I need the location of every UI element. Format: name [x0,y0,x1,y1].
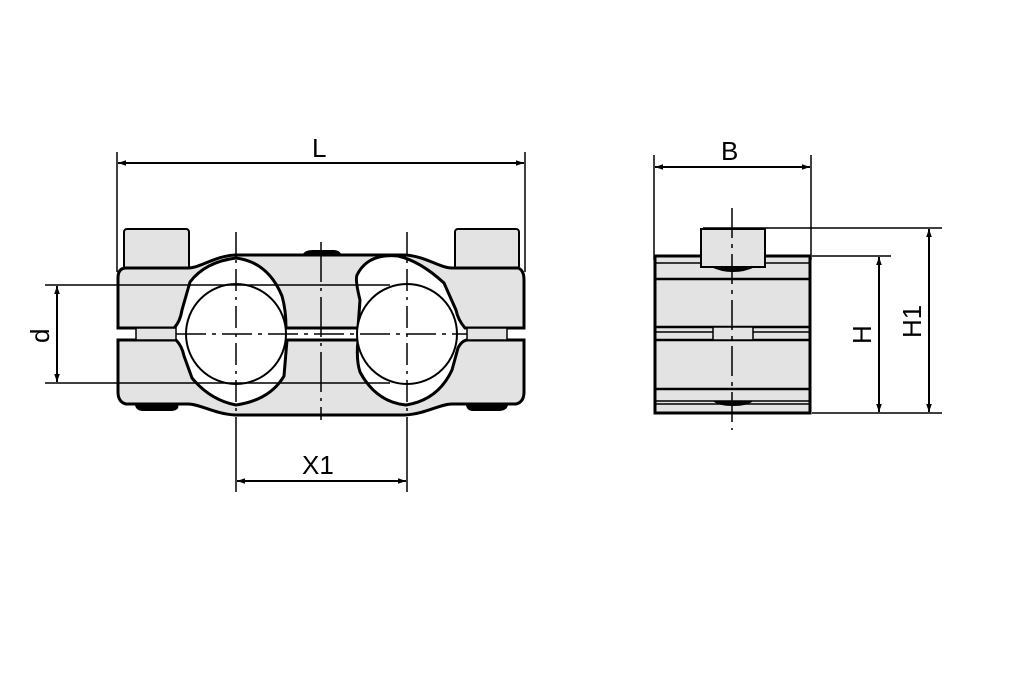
bolt-head-top-right [454,228,520,270]
upper-clamp-body [116,253,526,330]
dimension-label-L: L [312,133,326,163]
dimension-label-B: B [721,136,738,166]
dimension-label-H1: H1 [897,305,927,338]
bolt-base-bottom-right [466,404,508,411]
dimension-label-d: d [25,329,55,343]
spacer-side [712,326,754,341]
bolt-seat-top-side [711,267,755,272]
bolt-head-top-left [123,228,190,270]
bolt-head-side-front [700,228,766,268]
bolt-base-bottom-left [135,404,179,411]
center-nub-top [302,250,342,256]
bolt-base-bottom-side [713,401,753,406]
front-view: L d X1 [25,133,526,492]
spacer-left [135,327,177,341]
side-view: B H H1 [653,136,942,430]
dimension-label-X1: X1 [302,450,334,480]
spacer-right [466,327,508,341]
dimension-label-H: H [847,325,877,344]
